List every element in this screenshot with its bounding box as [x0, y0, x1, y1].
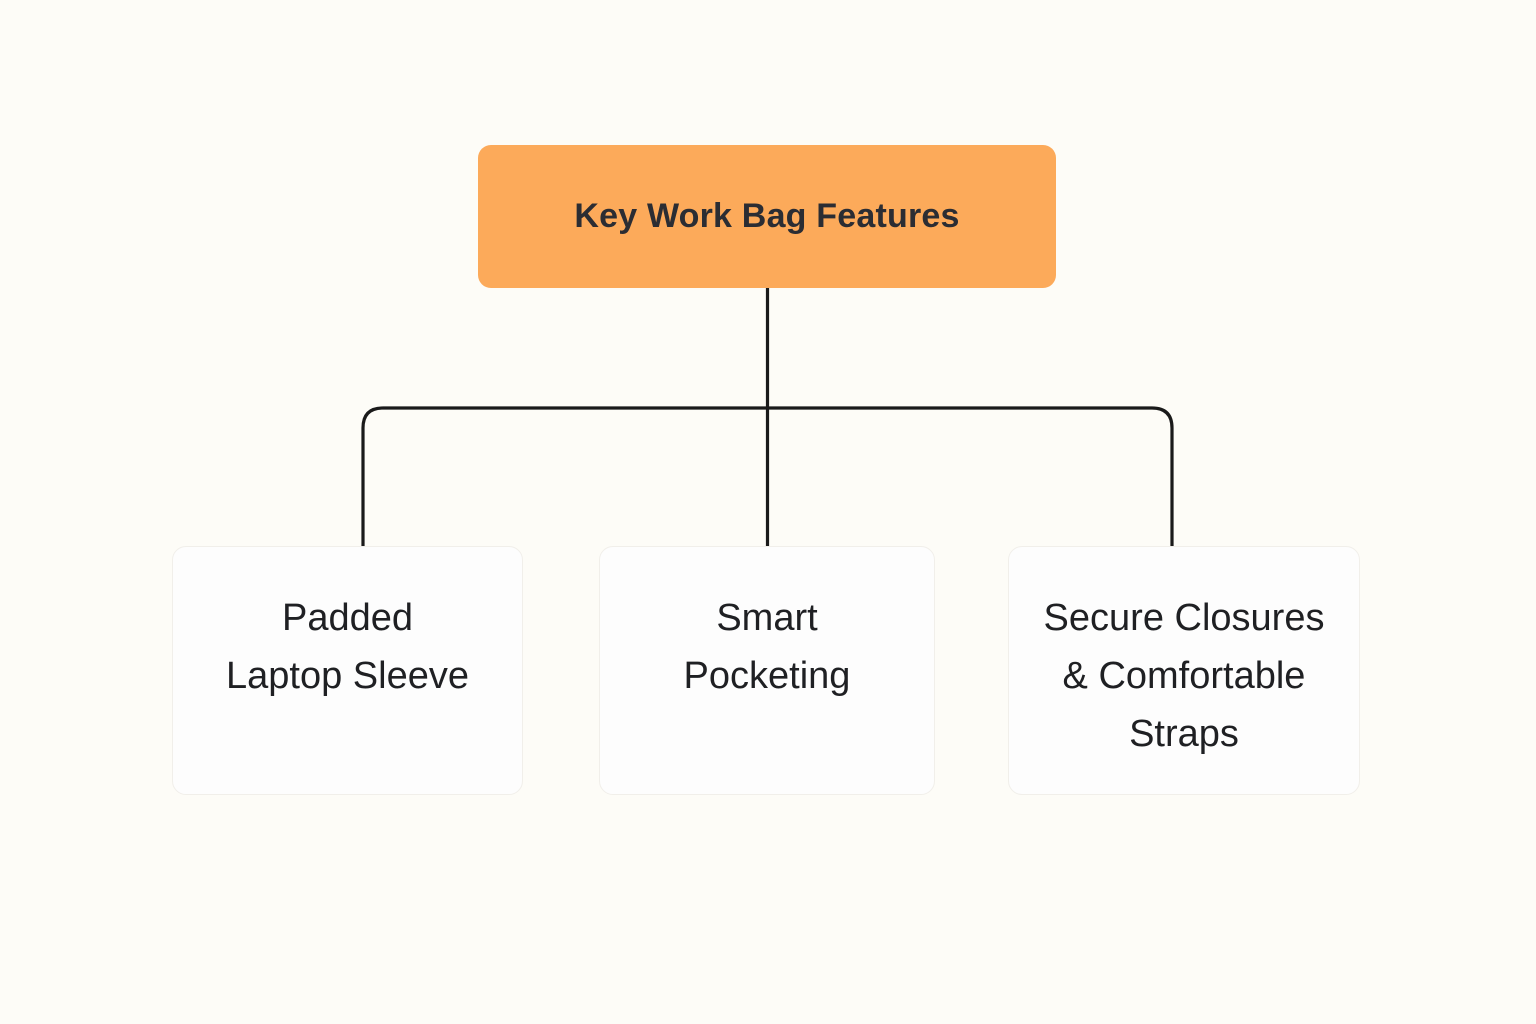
node-root-label: Key Work Bag Features [574, 197, 960, 236]
node-secure-closures-comfortable-straps[interactable]: Secure Closures & Comfortable Straps [1008, 546, 1360, 795]
node-child-label: Padded Laptop Sleeve [226, 597, 469, 697]
node-child-label: Smart Pocketing [683, 597, 851, 697]
node-child-label: Secure Closures & Comfortable Straps [1043, 597, 1325, 755]
connector-left-branch [361, 406, 768, 546]
node-padded-laptop-sleeve[interactable]: Padded Laptop Sleeve [172, 546, 523, 795]
node-smart-pocketing[interactable]: Smart Pocketing [599, 546, 935, 795]
connector-right-branch [767, 406, 1174, 546]
node-root[interactable]: Key Work Bag Features [478, 145, 1056, 288]
